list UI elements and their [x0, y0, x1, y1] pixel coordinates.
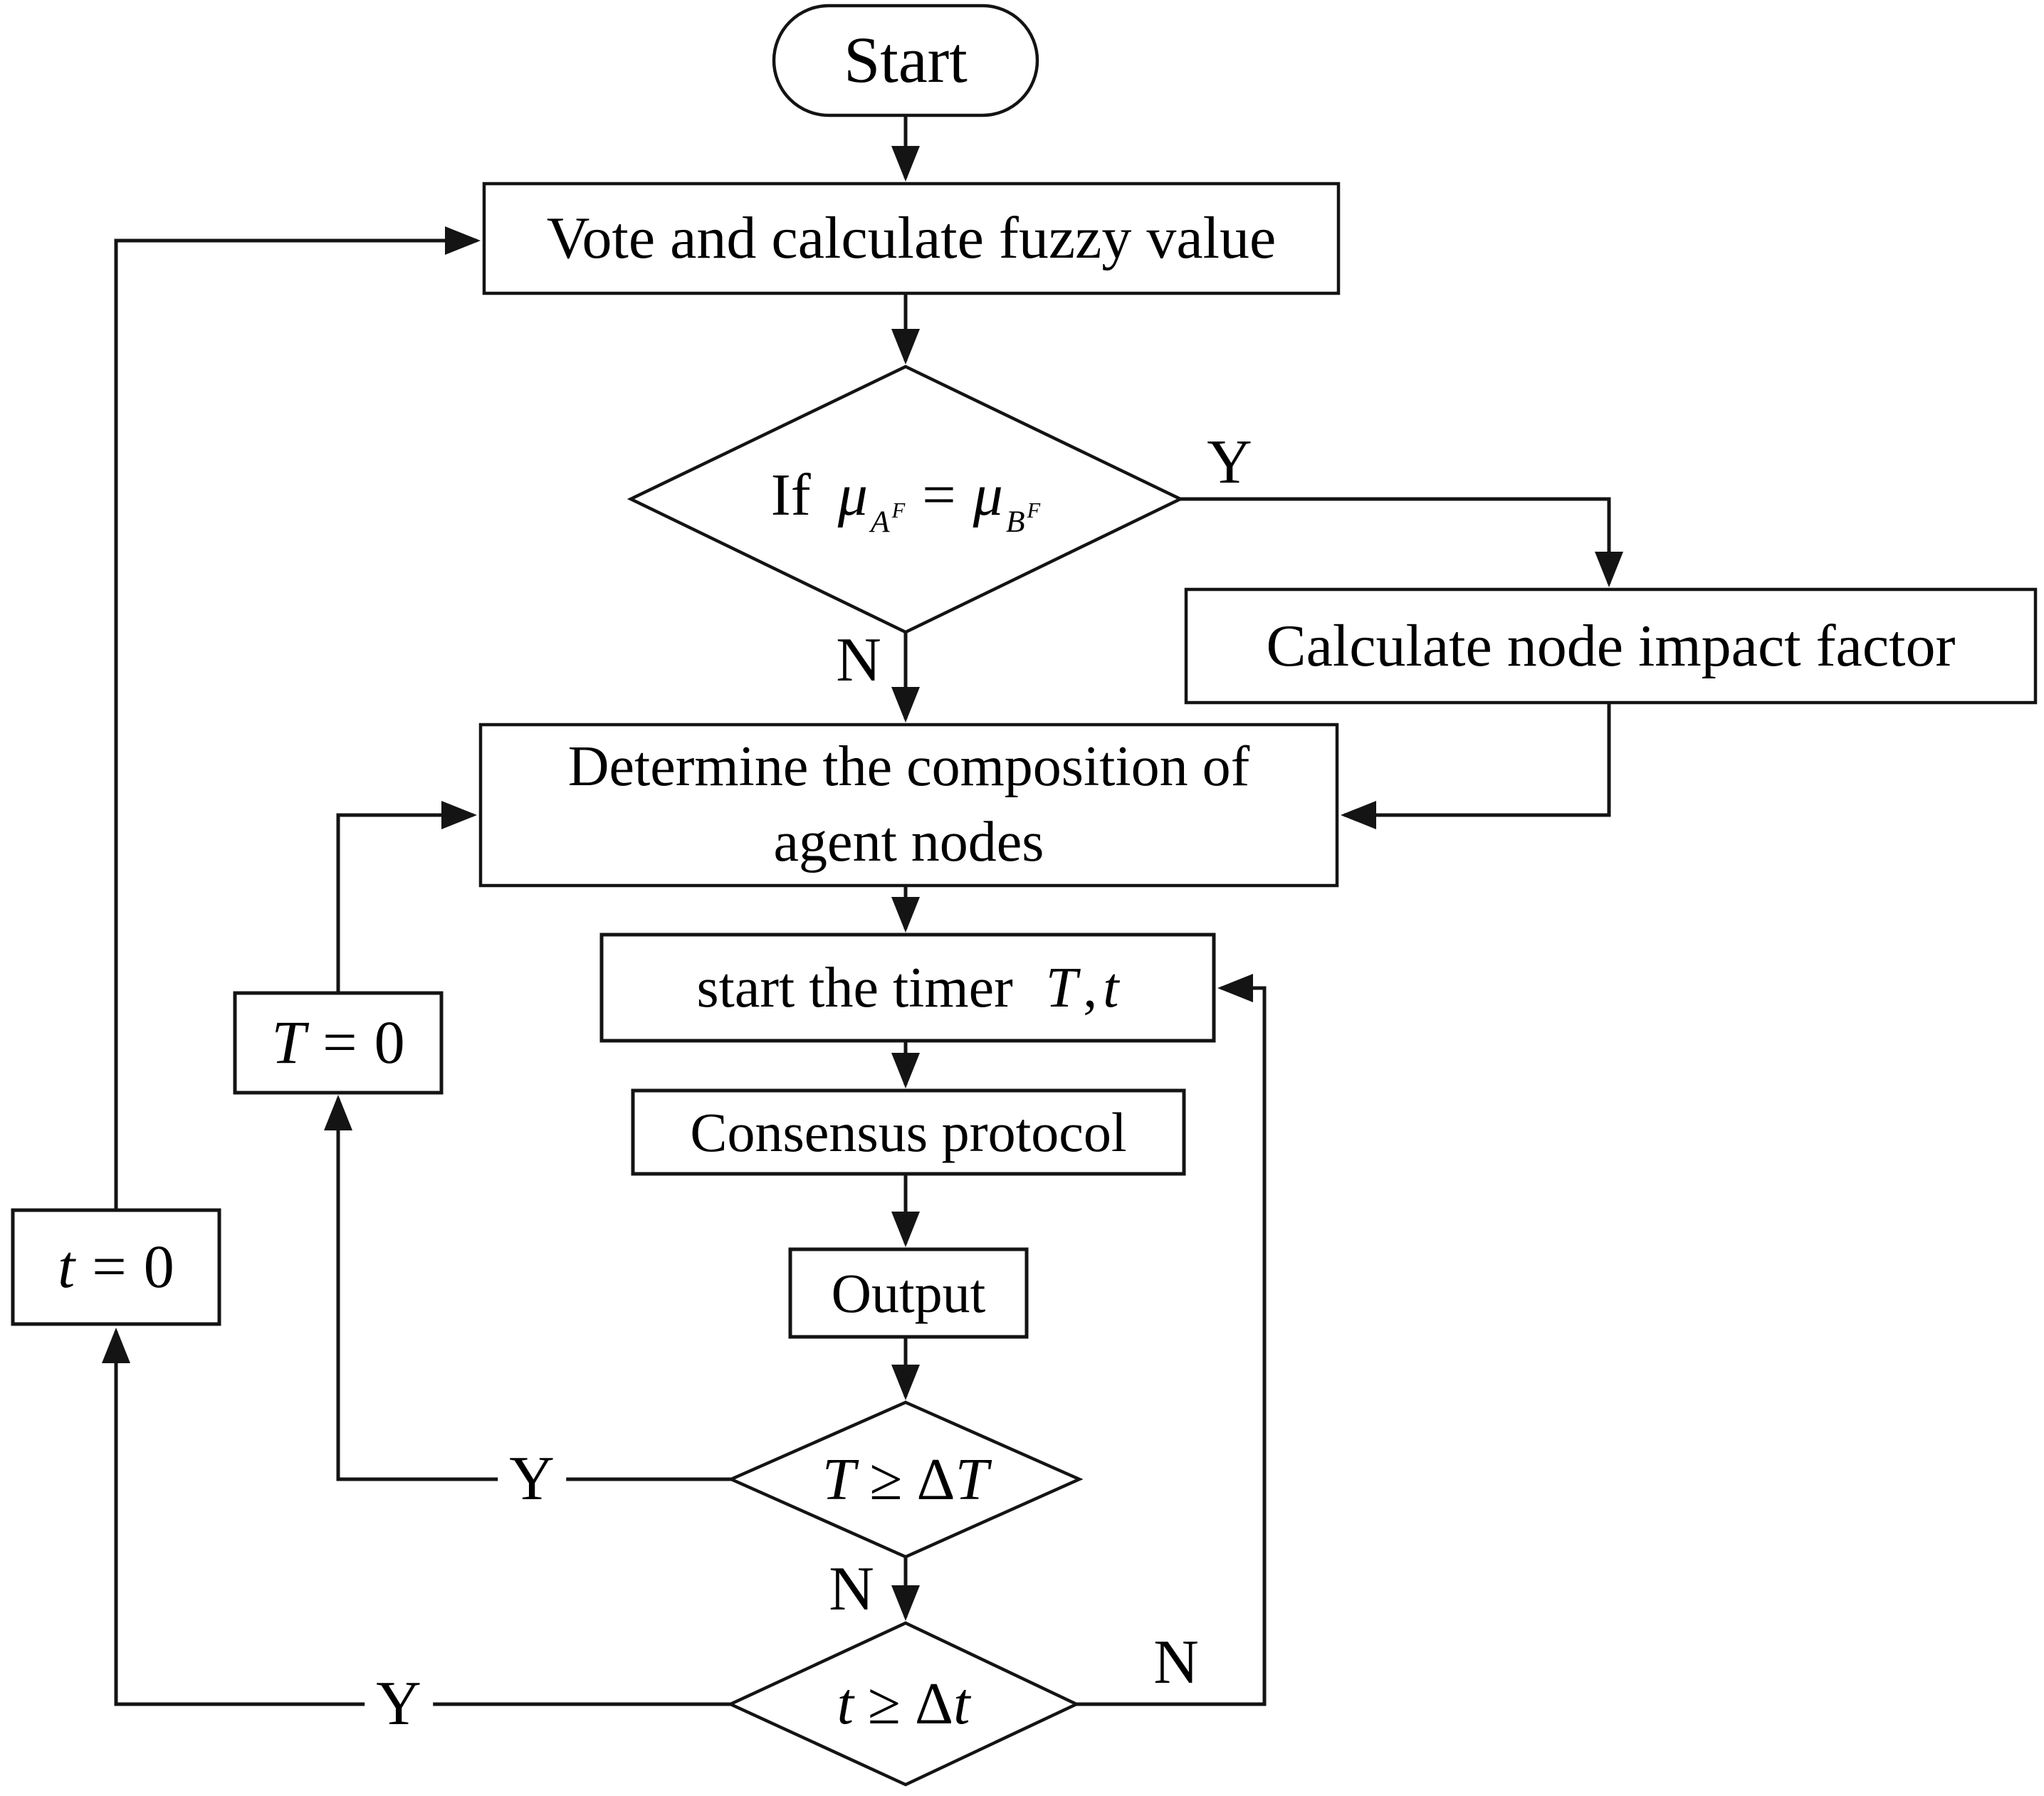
edge-label-no-fuzzy: N: [836, 626, 881, 695]
reset-t-equals: =: [92, 1232, 127, 1301]
edge-label-yes-T: Y: [498, 1448, 566, 1511]
consensus-text: Consensus protocol: [690, 1101, 1127, 1163]
node-shapes: [11, 4, 2038, 1787]
output-label: Output: [790, 1249, 1027, 1337]
reset-t-zero: 0: [143, 1232, 174, 1301]
decision-fuzzy-sup-f-a: F: [891, 498, 906, 523]
timer-comma: ,: [1083, 956, 1098, 1019]
vote-label: Vote and calculate fuzzy value: [484, 184, 1338, 293]
decision-fuzzy-equals: =: [922, 462, 956, 529]
consensus-process-shape: [631, 1088, 1186, 1176]
decision-T-op: ≥: [869, 1446, 903, 1513]
decision-fuzzy-mu-b: μ: [973, 462, 1003, 529]
reset-t-label: t=0: [13, 1210, 219, 1324]
edge-reset-t-vote: [114, 226, 481, 1210]
reset-T-equals: =: [323, 1008, 357, 1077]
decision-fuzzy-diamond-shape: [627, 364, 1185, 634]
edge-label-yes-t: Y: [365, 1673, 433, 1735]
decision-T-label: T≥ΔT: [731, 1402, 1079, 1557]
decision-t-op: ≥: [867, 1670, 901, 1737]
edge-label-no-T: N: [829, 1555, 874, 1624]
timer-text: start the timer: [696, 956, 1013, 1019]
edge-reset-T-determine: [336, 801, 477, 993]
edge-decision-fuzzy-calculate-Y: [1180, 497, 1623, 587]
decision-t-delta: Δ: [915, 1670, 954, 1737]
decision-t-label: t≥Δt: [730, 1623, 1076, 1785]
reset-T-var: T: [271, 1008, 306, 1077]
reset-T-label: T=0: [235, 993, 441, 1093]
output-process-shape: [788, 1247, 1029, 1339]
edge-label-no-t: N: [1153, 1628, 1199, 1697]
edge-decision-t-timer-N: [1076, 974, 1267, 1706]
decision-fuzzy-sub-a: A: [870, 505, 890, 540]
start-label: Start: [774, 6, 1037, 115]
reset-T-zero: 0: [374, 1008, 405, 1077]
calculate-process-shape: [1184, 587, 2038, 705]
timer-process-shape: [599, 933, 1216, 1043]
decision-t-diamond-shape: [726, 1621, 1081, 1787]
vote-process-shape: [482, 182, 1341, 295]
edge-label-yes-fuzzy: Y: [1207, 428, 1252, 497]
start-text: Start: [844, 23, 968, 97]
start-terminator-shape: [772, 4, 1039, 117]
edge-calculate-determine: [1341, 703, 1611, 829]
reset-t-process-shape: [11, 1208, 221, 1326]
decision-fuzzy-if: If: [770, 462, 811, 529]
reset-T-process-shape: [233, 991, 444, 1095]
calculate-label: Calculate node impact factor: [1186, 589, 2035, 703]
decision-fuzzy-mu-a: μ: [837, 462, 868, 529]
decision-T-diamond-shape: [727, 1400, 1084, 1559]
decision-T-delta: Δ: [916, 1446, 955, 1513]
decision-T-var2: T: [955, 1446, 989, 1513]
decision-fuzzy-sub-b: B: [1005, 505, 1025, 540]
edge-decision-T-reset-T-Y: [324, 1095, 731, 1481]
edges: [102, 115, 1623, 1706]
vote-text: Vote and calculate fuzzy value: [546, 205, 1277, 272]
decision-t-var1: t: [837, 1670, 854, 1737]
determine-process-shape: [478, 723, 1339, 888]
timer-label: start the timer T,t: [602, 935, 1214, 1041]
reset-t-var: t: [58, 1232, 75, 1301]
output-text: Output: [831, 1261, 986, 1324]
decision-T-var1: T: [822, 1446, 856, 1513]
edge-decision-t-reset-t-Y: [102, 1328, 730, 1706]
consensus-label: Consensus protocol: [633, 1091, 1184, 1174]
decision-fuzzy-sup-f-b: F: [1027, 498, 1041, 523]
timer-var-T: T: [1045, 956, 1078, 1019]
decision-t-var2: t: [953, 1670, 970, 1737]
calculate-text: Calculate node impact factor: [1266, 612, 1956, 679]
timer-var-t: t: [1103, 956, 1119, 1019]
determine-label: Determine the composition of agent nodes: [481, 725, 1337, 886]
determine-text-line1: Determine the composition of: [567, 735, 1250, 799]
determine-text-line2: agent nodes: [773, 811, 1044, 873]
